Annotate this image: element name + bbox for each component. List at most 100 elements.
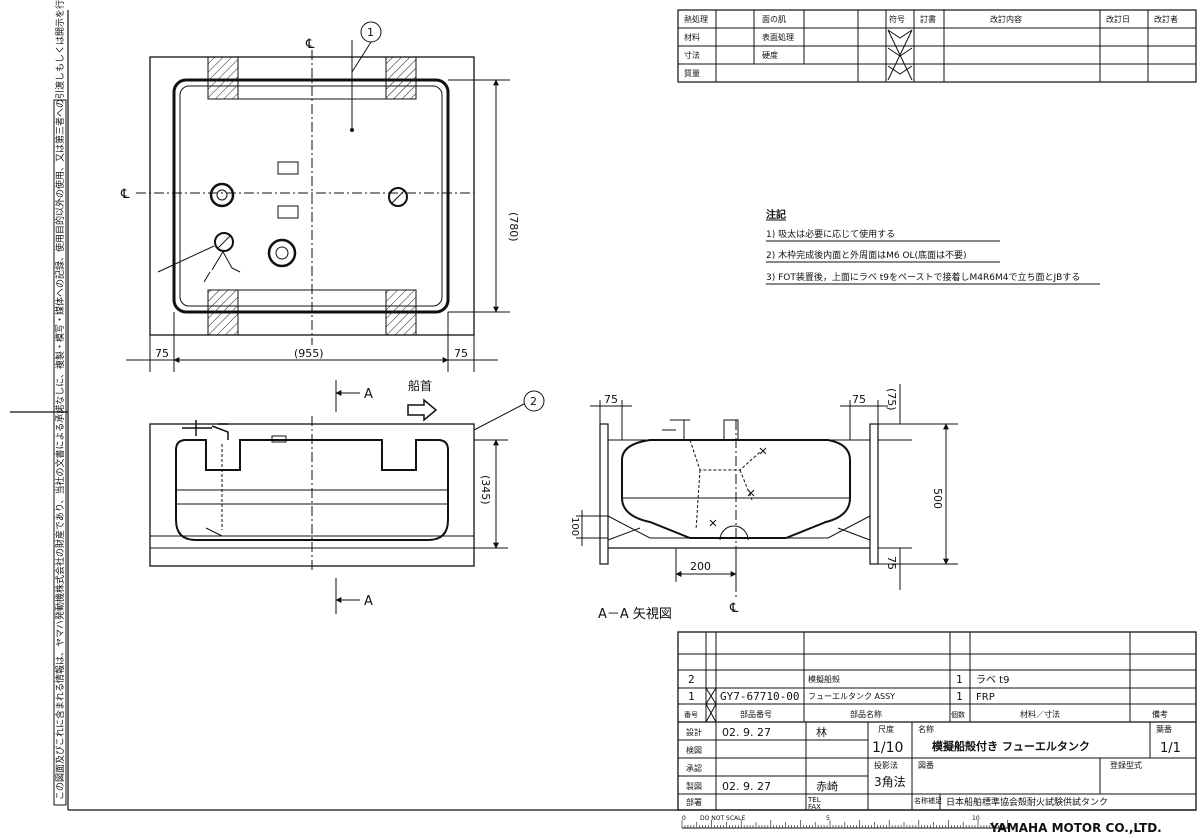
section-view-title: A－A 矢視図 — [598, 607, 672, 622]
tb-design-date: 02. 9. 27 — [722, 726, 771, 739]
dim-side-height: (345) — [479, 475, 492, 505]
dim-sec-base: 200 — [690, 560, 711, 573]
hatched-block — [385, 289, 417, 336]
rev-row-label-2: 寸法 — [684, 50, 700, 60]
svg-text:船首: 船首 — [408, 379, 432, 393]
top-view — [136, 40, 475, 345]
tb-label-approve: 承認 — [686, 763, 702, 773]
dim-top-right: 75 — [454, 347, 468, 360]
part-row-0-material: ラベ t9 — [976, 674, 1009, 686]
part-balloon-1: 1 — [351, 21, 382, 73]
svg-text:5: 5 — [826, 815, 830, 822]
brand-footer: YAMAHA MOTOR CO.,LTD. — [989, 821, 1162, 835]
bow-direction-arrow: 船首 — [407, 379, 438, 422]
part-balloon-2: 2 — [473, 390, 545, 431]
part-row-1-material: FRP — [976, 692, 995, 703]
rev-row-label-3: 質量 — [684, 68, 700, 78]
dim-sec-top-right: 75 — [852, 393, 866, 406]
svg-text:2: 2 — [530, 395, 537, 408]
svg-text:10: 10 — [972, 815, 980, 822]
tb-label-design: 設計 — [686, 727, 702, 737]
tb-title: 模擬船殻付き フューエルタンク — [932, 739, 1090, 753]
parts-header-code: 部品番号 — [740, 709, 772, 719]
revision-table: 熱処理 材料 寸法 質量 面の肌 表面処理 硬度 符号 訂書 改訂内容 改訂日 … — [677, 9, 1197, 83]
left-margin-note: この図面及びこれに含まれる情報は、ヤマハ発動機株式会社の財産であり、当社の文書に… — [53, 0, 67, 806]
part-row-1-code: GY7-67710-00 — [720, 690, 799, 703]
centerline-symbol: ℄ — [120, 187, 130, 202]
gauge-fitting — [267, 238, 297, 268]
rev-header-order: 訂書 — [920, 14, 936, 24]
tb-label-projection: 投影法 — [874, 760, 898, 770]
part-row-0-qty: 1 — [956, 673, 963, 686]
vent-fitting — [388, 187, 408, 207]
tb-label-check: 検図 — [686, 745, 702, 755]
tb-label-fax: FAX — [808, 803, 821, 811]
tb-label-drawing-no: 図番 — [918, 760, 934, 770]
tb-label-scale: 尺度 — [878, 724, 894, 734]
hatched-block — [207, 56, 239, 100]
tb-label-draw: 製図 — [686, 781, 702, 791]
parts-header-remark: 備考 — [1152, 709, 1168, 719]
dim-top-left: 75 — [155, 347, 169, 360]
dim-top-width: (955) — [294, 347, 324, 360]
svg-text:A: A — [364, 594, 373, 609]
note-item-1: 1) 吸太は必要に応じて使用する — [766, 228, 895, 240]
parts-header-qty: 個数 — [951, 710, 965, 719]
notes-title: 注記 — [766, 208, 786, 221]
section-view — [599, 419, 879, 600]
part-row-0-no: 2 — [688, 673, 695, 686]
tb-subtitle: 日本船舶標準協会殻耐火試験供試タンク — [946, 796, 1108, 808]
dim-sec-height: 500 — [931, 488, 944, 509]
part-row-0-name: 模擬船殻 — [808, 674, 840, 684]
svg-text:0: 0 — [682, 815, 686, 822]
part-row-1-name: フューエルタンク ASSY — [808, 692, 895, 701]
tb-label-tel: TEL — [807, 796, 821, 804]
section-view-dimensions: 75 75 (75) 500 75 200 100 — [569, 384, 958, 590]
fuel-outlet-fitting — [214, 232, 234, 252]
tb-label-register: 登録型式 — [1110, 760, 1142, 770]
svg-text:DO NOT SCALE: DO NOT SCALE — [700, 815, 745, 822]
parts-header-name: 部品名称 — [850, 709, 882, 719]
rev-row-label-1: 材料 — [684, 32, 700, 42]
dim-top-height: (780) — [507, 212, 520, 242]
sheet-frame — [10, 10, 1196, 811]
note-item-2: 2) 木枠完成後内面と外周面はM6 OL(底面は不要) — [766, 249, 967, 261]
tb-label-name-rule: 名称補足 — [914, 796, 942, 805]
tb-label-name: 名称 — [918, 724, 934, 734]
title-block: 設計 検図 承認 製図 部署 02. 9. 27 林 02. 9. 27 赤崎 … — [678, 722, 1196, 811]
tb-draw-sign: 赤崎 — [816, 779, 838, 793]
hatched-block — [385, 56, 417, 100]
tb-label-dept: 部署 — [686, 797, 702, 807]
rev-header-reviser: 改訂者 — [1154, 14, 1178, 24]
parts-table: 2 模擬船殻 1 ラベ t9 1 GY7-67710-00 フューエルタンク A… — [677, 631, 1197, 811]
rev-header-symbol: 符号 — [889, 14, 905, 24]
tb-draw-date: 02. 9. 27 — [722, 780, 771, 793]
dim-sec-left: 100 — [569, 517, 580, 536]
note-item-3: 3) FOT装置後，上面にラベ t9をペーストで接着しM4R6M4で立ち面とJB… — [766, 271, 1080, 283]
rev-col2-label-2: 硬度 — [762, 50, 778, 60]
dim-sec-bottom: 75 — [885, 556, 898, 570]
rev-col2-label-0: 面の肌 — [762, 15, 786, 24]
fuel-filler-cap — [209, 182, 235, 208]
side-view-dimensions: (345) — [474, 439, 508, 549]
svg-text:1: 1 — [367, 26, 374, 39]
tb-design-sign: 林 — [816, 725, 827, 739]
parts-header-no: 番号 — [684, 711, 698, 719]
tb-scale-value: 1/10 — [872, 740, 903, 756]
section-marker-top: A — [335, 380, 373, 412]
dim-sec-top-left: 75 — [604, 393, 618, 406]
rev-header-date: 改訂日 — [1106, 14, 1130, 24]
rev-col2-label-1: 表面処理 — [762, 32, 794, 42]
rev-row-label-0: 熱処理 — [684, 14, 708, 24]
top-view-dimensions: 75 (955) 75 (780) — [126, 79, 520, 372]
tb-label-sheet: 葉番 — [1156, 724, 1172, 734]
svg-text:この図面及びこれに含まれる情報は、ヤマハ発動機株式会社の財産: この図面及びこれに含まれる情報は、ヤマハ発動機株式会社の財産であり、当社の文書に… — [54, 0, 66, 800]
centerline-symbol: ℄ — [729, 601, 739, 616]
tb-projection-value: 3角法 — [874, 775, 906, 789]
parts-header-material: 材料／寸法 — [1020, 709, 1060, 719]
tb-sheet: 1/1 — [1160, 741, 1181, 756]
side-view — [149, 416, 475, 572]
rev-header-content: 改訂内容 — [990, 14, 1022, 24]
svg-text:A: A — [364, 387, 373, 402]
